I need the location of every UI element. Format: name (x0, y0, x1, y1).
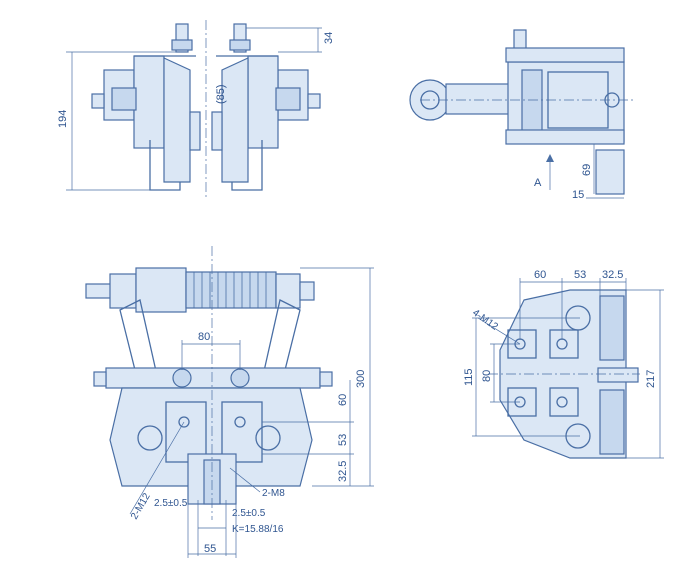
arrow-a-label: A (534, 177, 542, 189)
side-spring (521, 69, 543, 133)
right-spring-pack (275, 87, 301, 111)
bottom-left-view: 80 300 60 53 32.5 2-M12 2-M8 2.5±0.5 2.5… (85, 246, 374, 558)
br-clamp-top (599, 295, 625, 361)
dim-15-label: 15 (572, 189, 584, 201)
bl-cross-nut-right (319, 371, 333, 387)
label-bl-tol-left: 2.5±0.5 (154, 498, 188, 509)
br-pad-4 (549, 387, 579, 417)
bl-bellows (185, 271, 277, 309)
right-nut (229, 39, 251, 51)
bl-cylinder (135, 267, 187, 313)
side-bottom-plate (505, 129, 625, 145)
dim-br-60-label: 60 (534, 269, 546, 281)
bl-threaded-rod (85, 283, 113, 299)
label-bl-m12: 2-M12 (129, 491, 153, 521)
right-brake-lining (221, 57, 249, 183)
left-brake-lining (163, 57, 191, 183)
bl-pad-right (221, 401, 263, 463)
dim-bl-300-label: 300 (355, 370, 367, 388)
bl-rod-end (299, 281, 315, 301)
bl-tap-left (178, 416, 190, 428)
side-view: A 69 15 (409, 29, 636, 201)
dim-bl-80-label: 80 (198, 331, 210, 343)
bl-hole-left (137, 425, 163, 451)
dim-br-32-5-label: 32.5 (602, 269, 623, 281)
dim-69-label: 69 (581, 164, 593, 176)
dim-194-label: 194 (57, 110, 69, 128)
bl-hole-right (255, 425, 281, 451)
bl-nut-left (109, 273, 137, 309)
label-bl-tol-right: 2.5±0.5 (232, 508, 266, 519)
leader-br-m12 (477, 317, 521, 345)
left-spring-pack (111, 87, 137, 111)
dim-34-label: 34 (323, 32, 335, 44)
bl-bolt-right (230, 368, 250, 388)
label-bl-k: K=15.88/16 (232, 524, 284, 535)
label-bl-55: 55 (204, 543, 216, 555)
dim-85-label: (85) (215, 84, 227, 104)
bl-pad-left (165, 401, 207, 463)
left-disc-edge (189, 111, 201, 151)
front-view: 194 34 (85) (57, 20, 335, 198)
dim-bl-53-label: 53 (337, 434, 349, 446)
arrow-a-head (546, 154, 554, 162)
br-clamp-bottom (599, 389, 625, 455)
dim-br-80-label: 80 (481, 370, 493, 382)
br-tap-4 (556, 396, 568, 408)
dim-bl-60-label: 60 (337, 394, 349, 406)
dim-br-115-label: 115 (463, 368, 475, 386)
leader-bl-m12 (129, 421, 185, 515)
side-top-plate (505, 47, 625, 63)
left-nut (171, 39, 193, 51)
side-arm (445, 83, 511, 115)
bl-bellows-ribs (193, 272, 267, 308)
bl-cross-bar (105, 367, 321, 389)
bl-cross-nut-left (93, 371, 107, 387)
dim-br-217-label: 217 (645, 370, 657, 388)
right-side-nut (307, 93, 321, 109)
bl-bolt-left (172, 368, 192, 388)
bottom-right-view: 60 53 32.5 4-M12 115 80 217 (463, 269, 664, 459)
leader-bl-m8 (229, 467, 261, 493)
label-bl-m8: 2-M8 (262, 488, 285, 499)
left-caliper (133, 55, 165, 149)
label-br-m12: 4-M12 (470, 307, 500, 333)
br-slot (597, 367, 639, 383)
side-shoe (595, 149, 625, 195)
right-caliper (247, 55, 279, 149)
dim-bl-32-5-label: 32.5 (337, 461, 349, 482)
dim-br-53-label: 53 (574, 269, 586, 281)
left-side-nut (91, 93, 105, 109)
br-pad-2 (549, 329, 579, 359)
bl-tap-right (234, 416, 246, 428)
right-disc-edge (211, 111, 223, 151)
